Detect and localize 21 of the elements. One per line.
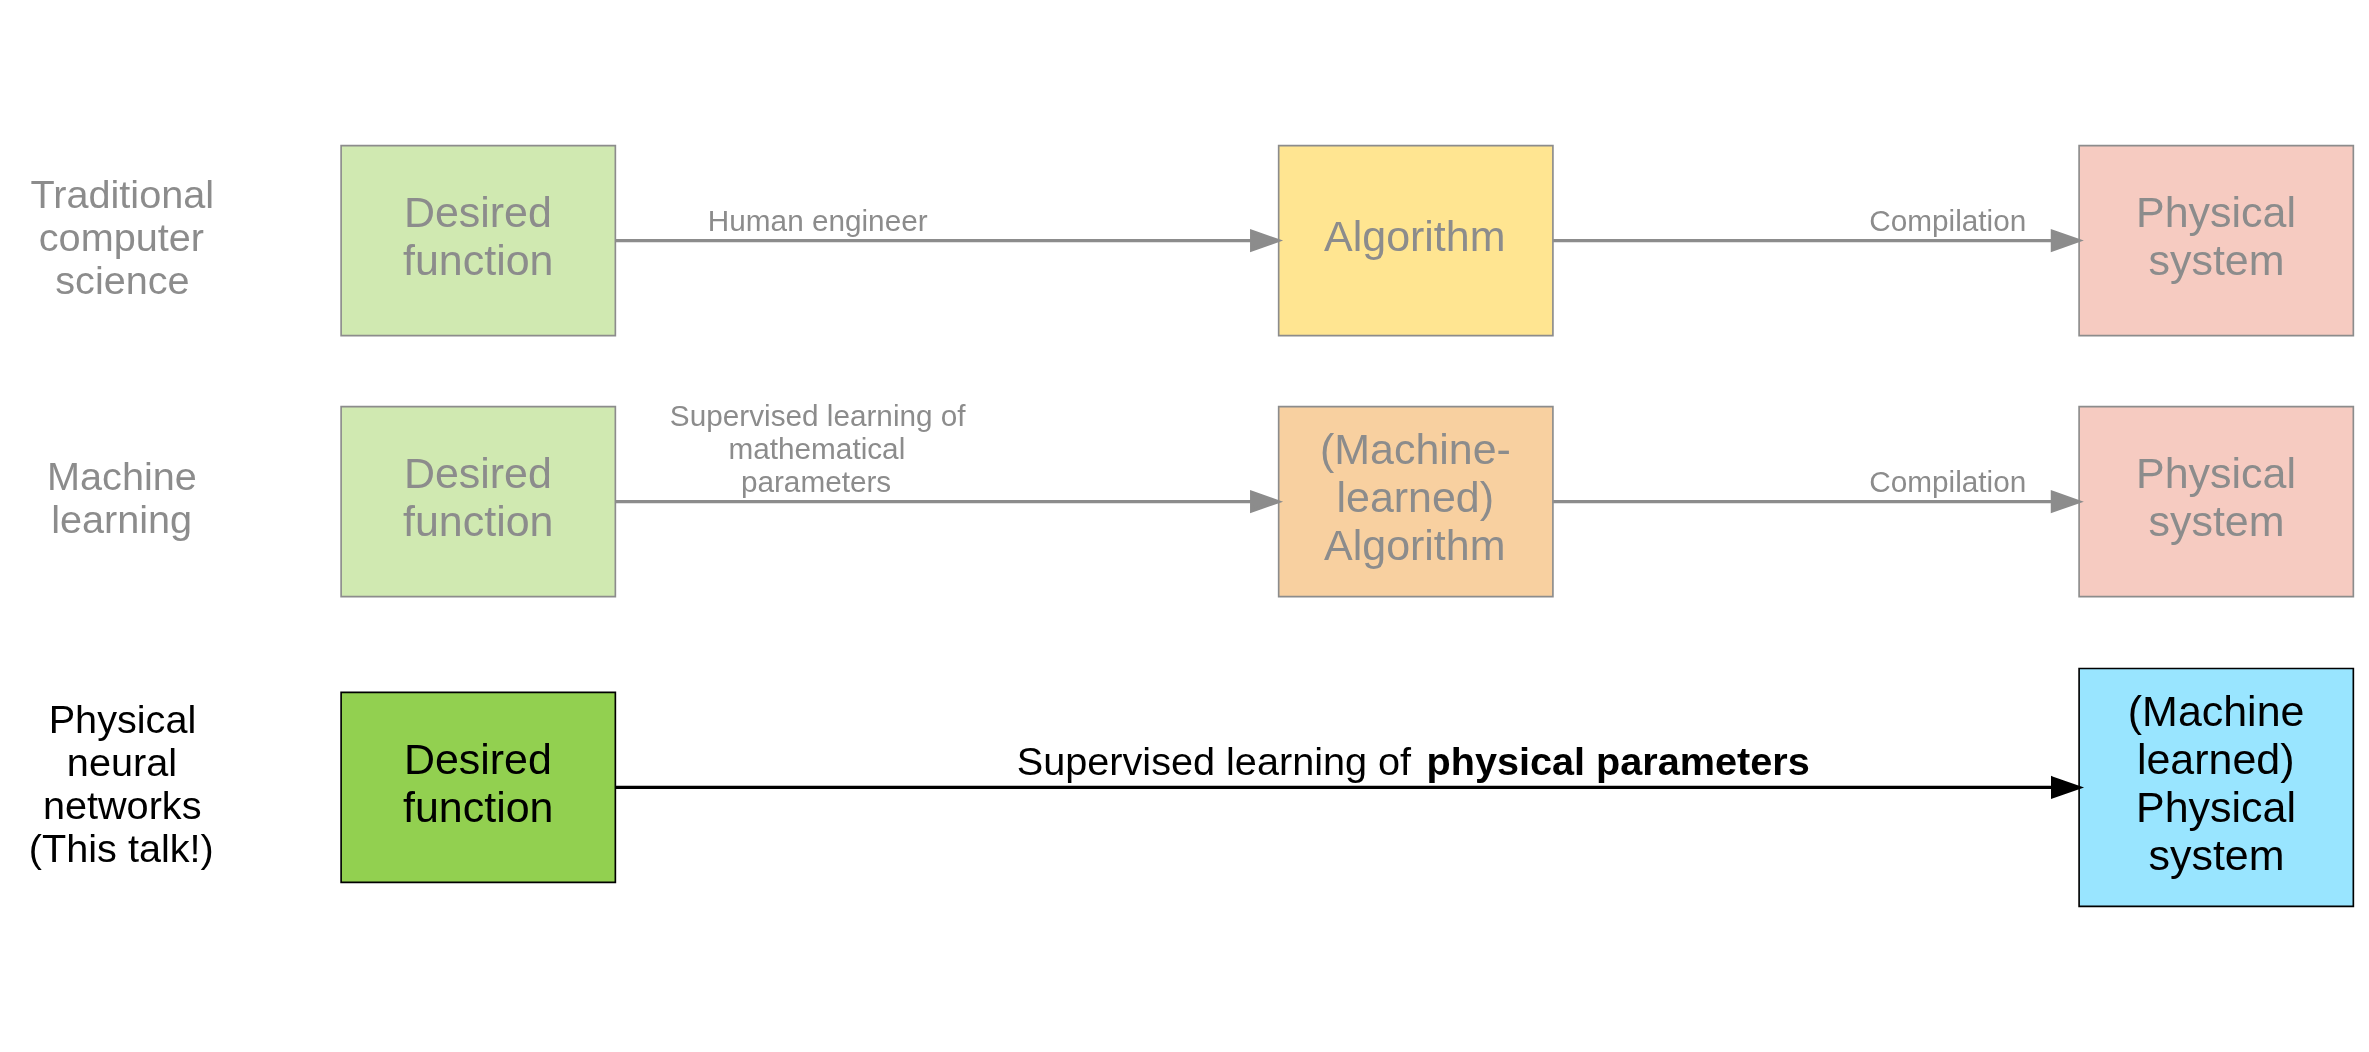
edge-label: Supervised learning of mathematical parameters bbox=[669, 399, 966, 499]
node-box: Physical system bbox=[2078, 144, 2355, 337]
label: Traditional computer science bbox=[30, 171, 215, 302]
arrow bbox=[1553, 490, 2084, 514]
label: Machine learning bbox=[47, 454, 197, 542]
node-box: (Machine- learned) Algorithm bbox=[1277, 405, 1554, 598]
node-box: Physical system bbox=[2078, 405, 2355, 598]
arrow bbox=[616, 775, 2085, 799]
label: Physical neural networks (This talk!) bbox=[28, 697, 214, 871]
node-box: Algorithm bbox=[1277, 144, 1554, 337]
arrow bbox=[1553, 229, 2084, 253]
node-box: (Machine learned) Physical system bbox=[2078, 667, 2355, 908]
node-box: Desired function bbox=[340, 691, 617, 884]
node-box: Desired function bbox=[340, 144, 617, 337]
arrow bbox=[615, 229, 1284, 253]
edge-label: Compilation bbox=[1869, 465, 2027, 499]
edge-label: Supervised learning of physical parameters bbox=[1016, 738, 1810, 783]
edge-label: Compilation bbox=[1869, 204, 2027, 238]
edge-label: Human engineer bbox=[707, 204, 928, 238]
arrow bbox=[615, 490, 1284, 514]
node-box: Desired function bbox=[340, 405, 617, 598]
